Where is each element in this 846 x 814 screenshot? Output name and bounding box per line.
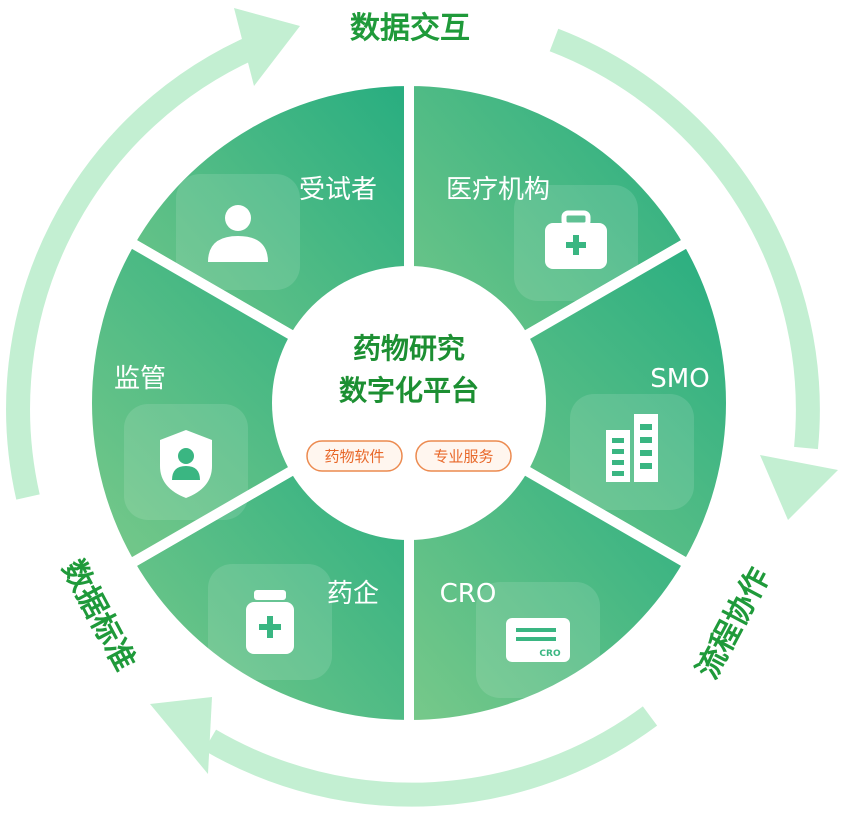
icon-backdrop: [176, 174, 300, 290]
segment-shape: [399, 235, 736, 571]
segment-label: SMO: [650, 364, 709, 394]
cycle-arrows: [6, 8, 838, 807]
arrow-bottom: [203, 706, 658, 807]
arrow-left-to-top: [6, 32, 265, 500]
center-title-line1: 药物研究: [353, 332, 465, 365]
arrow-head-top: [234, 8, 300, 86]
tag-drug-software: 药物软件: [306, 440, 403, 472]
shield-person-icon: [160, 430, 212, 498]
segment-label: CRO: [440, 579, 497, 609]
label-data-interaction: 数据交互: [350, 11, 470, 46]
tag-drug-software-label: 药物软件: [324, 448, 384, 466]
tag-professional-service: 专业服务: [415, 440, 512, 472]
segment-label: 监管: [114, 364, 166, 394]
icon-backdrop: [570, 394, 694, 510]
arrow-head-right: [760, 455, 838, 520]
segment-label: 受试者: [299, 175, 377, 205]
building-icon: [606, 414, 658, 482]
label-process-collaboration: 流程协作: [690, 562, 777, 684]
medicine-bottle-icon: [246, 590, 294, 654]
center-title-line2: 数字化平台: [339, 374, 479, 407]
card-icon-text: CRO: [539, 649, 561, 659]
segment-label: 药企: [327, 579, 379, 609]
arrow-top-to-right: [549, 28, 820, 450]
medical-kit-icon: [545, 210, 607, 269]
center-hub: 药物研究 数字化平台 药物软件 专业服务: [272, 266, 546, 540]
card-icon: CRO: [506, 618, 570, 662]
label-data-standard: 数据标准: [55, 554, 142, 676]
segment-label: 医疗机构: [446, 175, 550, 205]
segment-6: 监管: [82, 235, 419, 571]
person-icon: [208, 205, 268, 262]
arrow-head-bottom: [150, 697, 212, 774]
segment-3: SMO: [399, 235, 736, 571]
tag-professional-service-label: 专业服务: [433, 448, 493, 466]
